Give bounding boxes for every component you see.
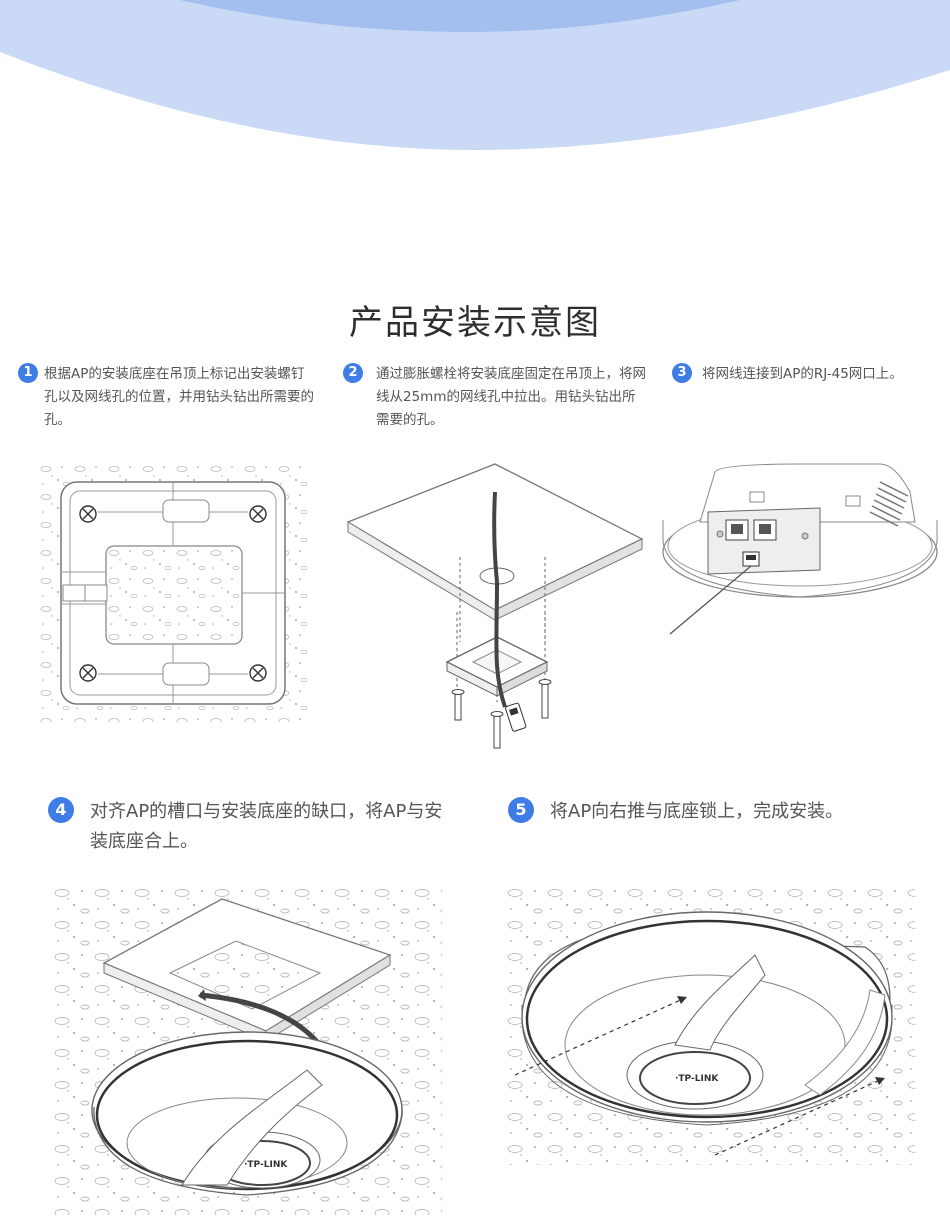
step-2: 2 通过膨胀螺栓将安装底座固定在吊顶上，将网线从25mm的网线孔中拉出。用钻头钻… bbox=[343, 363, 648, 433]
step-text: 通过膨胀螺栓将安装底座固定在吊顶上，将网线从25mm的网线孔中拉出。用钻头钻出所… bbox=[376, 366, 646, 428]
figure-base-plate-marking bbox=[38, 462, 308, 722]
step-number-badge: 1 bbox=[18, 363, 38, 383]
figure-base-fixing bbox=[346, 463, 644, 749]
figure-align-ap: ·TP-LINK bbox=[52, 885, 442, 1215]
page-title: 产品安装示意图 bbox=[349, 302, 601, 343]
step-1: 1 根据AP的安装底座在吊顶上标记出安装螺钉孔以及网线孔的位置，并用钻头钻出所需… bbox=[18, 363, 318, 433]
step-text: 根据AP的安装底座在吊顶上标记出安装螺钉孔以及网线孔的位置，并用钻头钻出所需要的… bbox=[44, 366, 314, 428]
step-text: 将AP向右推与底座锁上，完成安装。 bbox=[550, 801, 844, 822]
step-4: 4 对齐AP的槽口与安装底座的缺口，将AP与安装底座合上。 bbox=[48, 797, 458, 859]
svg-text:·TP-LINK: ·TP-LINK bbox=[244, 1160, 288, 1170]
header-arc-decoration bbox=[0, 0, 950, 150]
step-text: 对齐AP的槽口与安装底座的缺口，将AP与安装底座合上。 bbox=[90, 801, 443, 852]
step-number-badge: 4 bbox=[48, 797, 74, 823]
svg-text:·TP-LINK: ·TP-LINK bbox=[675, 1074, 719, 1084]
step-text: 将网线连接到AP的RJ-45网口上。 bbox=[702, 366, 903, 382]
step-number-badge: 5 bbox=[508, 797, 534, 823]
step-number-badge: 3 bbox=[672, 363, 692, 383]
figure-rj45-connection bbox=[662, 463, 938, 635]
figure-lock-ap: ·TP-LINK bbox=[505, 885, 915, 1165]
step-5: 5 将AP向右推与底座锁上，完成安装。 bbox=[508, 797, 928, 829]
step-number-badge: 2 bbox=[343, 363, 363, 383]
step-3: 3 将网线连接到AP的RJ-45网口上。 bbox=[672, 363, 947, 393]
